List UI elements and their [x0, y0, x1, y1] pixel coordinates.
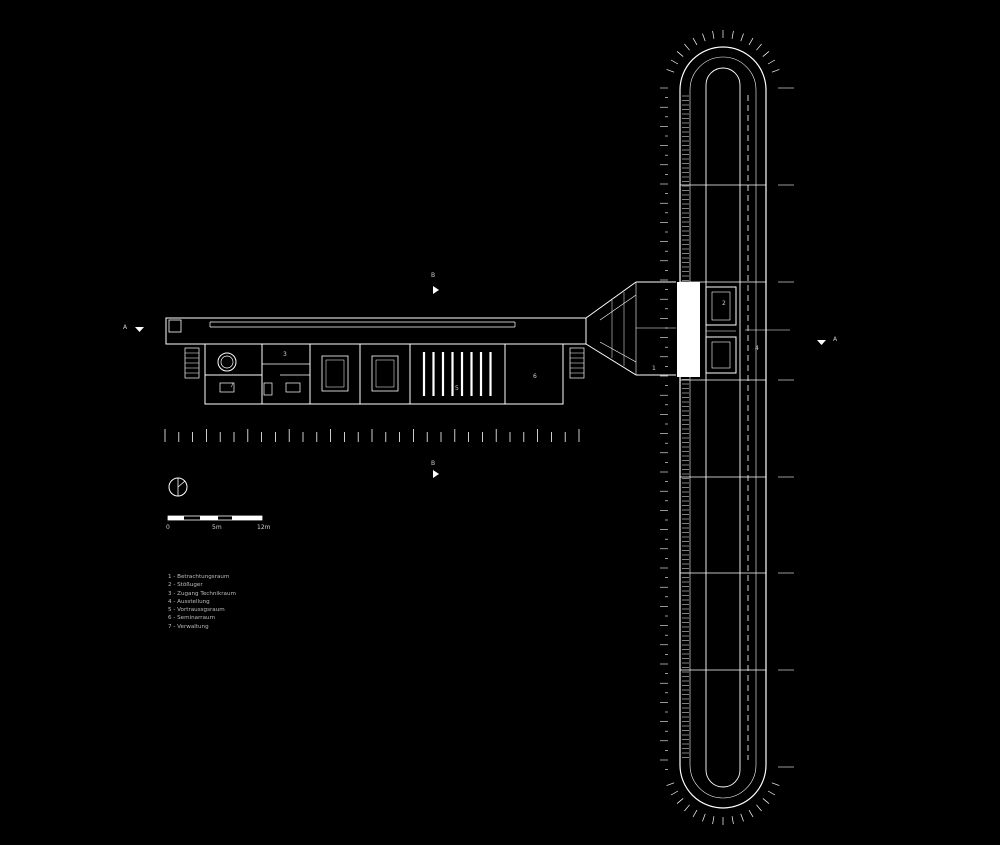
fan-tick: [684, 804, 690, 812]
section-label-b-bottom: B: [431, 460, 435, 467]
legend-item: 2 - Stößuger: [168, 582, 203, 589]
room-number-2: 2: [722, 300, 726, 307]
dimension-ticks-left: [660, 87, 668, 770]
fan-tick: [666, 782, 675, 786]
compass-fan-marks: [666, 30, 780, 825]
room-numbers: 1 2 3 4 5 6 7: [230, 300, 759, 392]
scale-bar: 0 5m 12m: [166, 515, 271, 531]
fan-tick: [762, 51, 770, 57]
scale-label-5: 5m: [212, 524, 222, 531]
room-number-3: 3: [283, 351, 287, 358]
fan-tick: [748, 809, 754, 818]
fan-tick: [771, 69, 780, 73]
legend-item: 7 - Verwaltung: [168, 623, 209, 630]
auditorium-seating: [422, 352, 492, 396]
fan-tick: [756, 804, 762, 812]
scale-label-12: 12m: [257, 524, 271, 531]
fan-tick: [676, 51, 684, 57]
fan-tick: [731, 30, 734, 39]
fan-tick: [670, 790, 679, 796]
fan-tick: [740, 33, 744, 42]
dimension-ticks-bottom: [164, 429, 580, 442]
scale-label-0: 0: [166, 524, 170, 531]
fan-tick: [670, 59, 679, 65]
legend-item: 1 - Betrachtungsraum: [168, 574, 230, 580]
fan-tick: [748, 37, 754, 46]
room-number-7: 7: [230, 382, 234, 389]
room-legend: 1 - Betrachtungsraum 2 - Stößuger 3 - Zu…: [168, 573, 236, 631]
fan-tick: [756, 43, 762, 51]
section-marker-a-right: A: [817, 336, 838, 345]
fan-tick: [702, 33, 706, 42]
fan-tick: [767, 790, 776, 796]
fan-tick: [692, 37, 698, 46]
section-label-a-right: A: [833, 336, 838, 343]
section-label-b-top: B: [431, 272, 435, 279]
fan-tick: [762, 798, 770, 804]
room-number-1: 1: [652, 365, 656, 372]
ramp-stairs: [682, 95, 689, 758]
room-number-5: 5: [455, 385, 459, 392]
fan-tick: [767, 59, 776, 65]
section-label-a-left: A: [123, 324, 128, 331]
fan-tick: [676, 798, 684, 804]
section-marker-b-top: B: [431, 272, 439, 294]
legend-item: 5 - Vortraussgsraum: [168, 607, 225, 614]
oval-tower: [677, 46, 790, 809]
dimension-ticks-right: [778, 87, 794, 768]
section-marker-a-left: A: [123, 324, 144, 332]
fan-tick: [771, 782, 780, 786]
north-arrow-icon: [168, 477, 188, 497]
fan-tick: [731, 816, 734, 825]
fan-tick: [692, 809, 698, 818]
room-number-4: 4: [755, 345, 759, 352]
legend-item: 3 - Zugang Technikraum: [168, 590, 236, 597]
fan-tick: [712, 816, 715, 825]
fan-tick: [702, 813, 706, 822]
fan-tick: [712, 30, 715, 39]
room-number-6: 6: [533, 373, 537, 380]
fan-tick: [684, 43, 690, 51]
wing-building: [165, 317, 587, 405]
section-marker-b-bottom: B: [431, 460, 439, 478]
fan-tick: [666, 69, 675, 73]
fan-tick: [740, 813, 744, 822]
legend-item: 4 - Ausstellung: [168, 598, 210, 605]
legend-item: 6 - Seminarraum: [168, 615, 216, 622]
connector-bridge: [585, 281, 676, 376]
